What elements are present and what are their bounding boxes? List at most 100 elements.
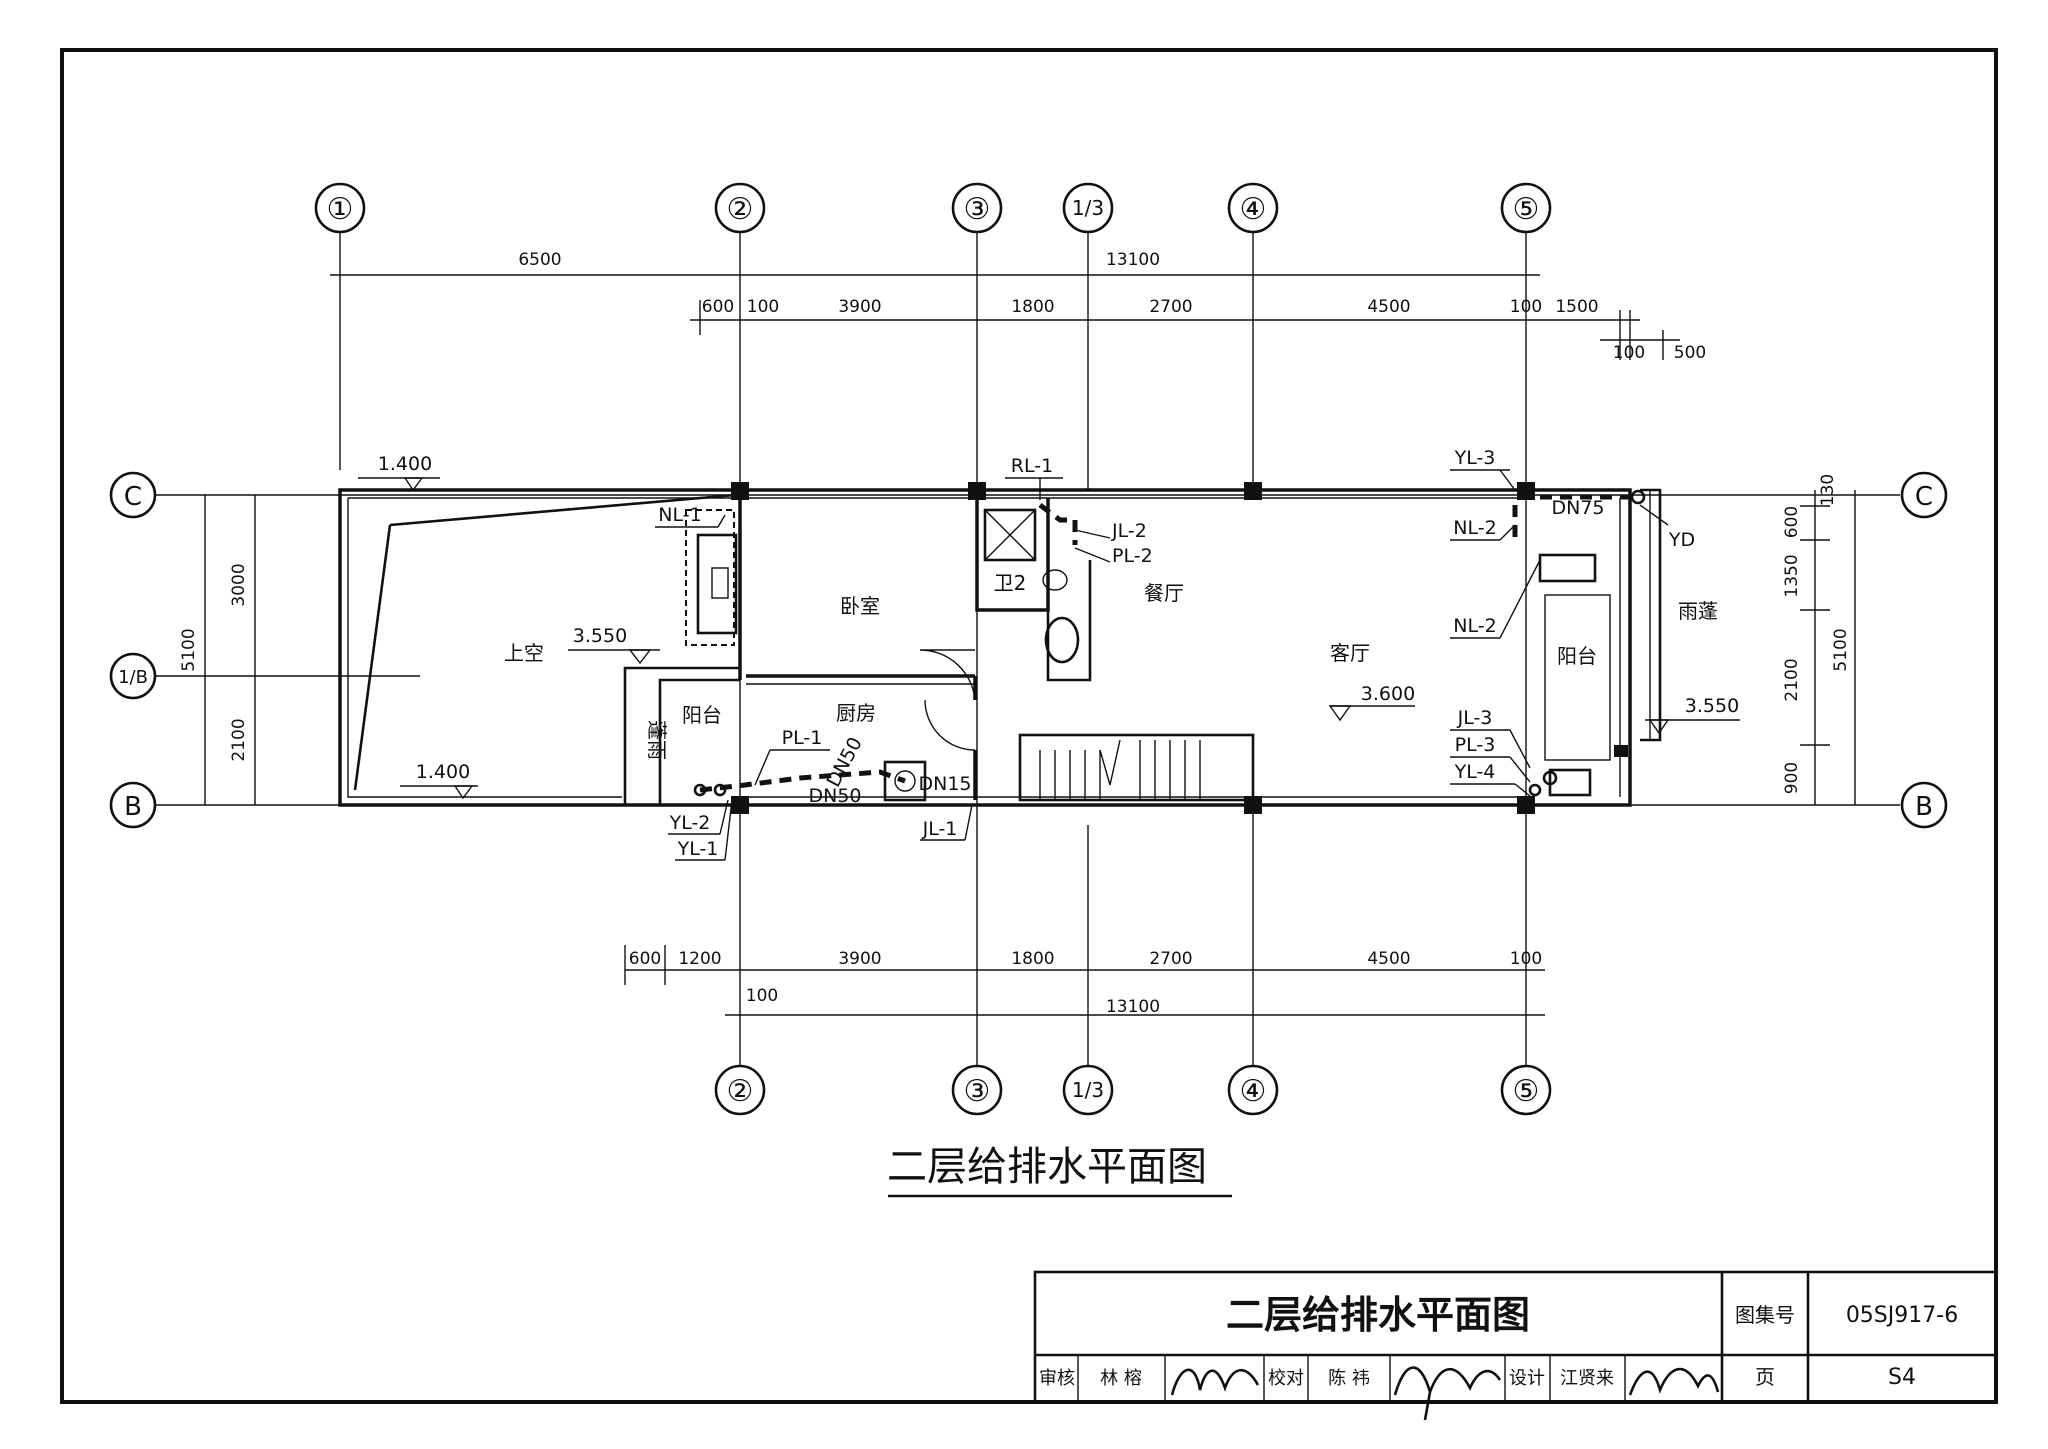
dim-bottom-13100: 13100 [1106,997,1160,1017]
tag-pl2: PL-2 [1112,545,1153,567]
svg-text:100: 100 [1613,343,1645,363]
axis-label-1-3: 1/3 [1072,196,1104,220]
svg-text:3.550: 3.550 [573,625,627,647]
svg-text:600: 600 [1782,506,1802,538]
tag-rl1: RL-1 [1011,455,1053,477]
title-block: 二层给排水平面图 图集号 05SJ917-6 页 S4 审核 林 榕 校对 陈 … [1033,1270,1998,1421]
designer-name: 江贤来 [1560,1368,1614,1389]
top-dimensions: 6500 13100 600 100 3900 1800 2700 4500 1… [330,250,1706,363]
tag-dn50-b: DN50 [808,785,861,807]
axis-label-right-c: C [1915,482,1933,512]
svg-text:3900: 3900 [838,297,881,317]
axis-bubble-1-3 [1062,182,1114,234]
tag-yl1: YL-1 [677,838,719,860]
tag-jl3: JL-3 [1457,707,1493,729]
tag-pl1: PL-1 [782,727,823,749]
svg-text:1500: 1500 [1555,297,1598,317]
svg-text:1800: 1800 [1011,949,1054,969]
design-label: 设计 [1509,1368,1545,1389]
canopy-left: 蓬雨 [645,720,669,760]
svg-text:100: 100 [746,986,778,1006]
axis-bubbles-top: ① ② ③ 1/3 ④ ⑤ [314,182,1552,234]
room-labels: 上空 卧室 卫2 餐厅 客厅 厨房 阳台 阳台 蓬雨 雨蓬 [504,571,1718,760]
tag-pl3: PL-3 [1455,734,1496,756]
axis-label-left-1b: 1/B [118,667,148,688]
axis-label-bottom-2: ② [727,1074,754,1109]
tag-dn75: DN75 [1551,497,1604,519]
tag-dn50-a: DN50 [823,734,867,791]
svg-text:4500: 4500 [1367,297,1410,317]
axis-bubble-5 [1500,182,1552,234]
svg-text:2100: 2100 [229,718,249,761]
checker-name: 陈 祎 [1328,1368,1370,1389]
floor-plan [338,488,1662,807]
svg-text:5100: 5100 [1831,628,1851,671]
canopy-right: 雨蓬 [1678,599,1718,623]
left-dimensions: 5100 3000 2100 [179,495,256,805]
svg-text:130: 130 [1818,474,1838,506]
svg-text:1200: 1200 [678,949,721,969]
svg-text:3000: 3000 [229,563,249,606]
pipe-tags: RL-1 JL-2 PL-2 YL-3 DN75 NL-2 NL-2 YD NL… [655,447,1695,861]
check-label: 校对 [1268,1368,1304,1389]
svg-text:4500: 4500 [1367,949,1410,969]
axis-bubble-3 [951,182,1003,234]
tag-dn15: DN15 [918,773,971,795]
drawing-title: 二层给排水平面图 [887,1144,1207,1190]
axis-label-left-c: C [124,482,142,512]
tag-jl1: JL-1 [922,818,958,840]
dim-top-6500: 6500 [518,250,561,270]
elevation-marks: 1.400 1.400 3.550 3.600 3.550 [358,453,1740,800]
checker-signature [1393,1366,1502,1421]
tag-nl2-b: NL-2 [1453,615,1496,637]
structural-columns [731,482,1628,814]
room-balcony-right: 阳台 [1557,644,1597,668]
axis-label-3: ③ [964,192,991,227]
axis-bubble-1 [314,182,366,234]
title-block-title: 二层给排水平面图 [1226,1293,1530,1337]
axis-bubbles-right: C B [1900,471,1948,829]
axis-label-right-b: B [1915,792,1933,822]
axis-label-5: ⑤ [1513,192,1540,227]
svg-text:600: 600 [629,949,661,969]
axis-bubbles-bottom: ② ③ 1/3 ④ ⑤ [714,1064,1552,1116]
tag-yl2: YL-2 [669,812,711,834]
axis-label-bottom-4: ④ [1240,1074,1267,1109]
axis-label-4: ④ [1240,192,1267,227]
tag-jl2: JL-2 [1111,520,1147,542]
axis-bubble-4 [1227,182,1279,234]
axis-label-bottom-5: ⑤ [1513,1074,1540,1109]
axis-label-bottom-3: ③ [964,1074,991,1109]
room-living: 客厅 [1330,641,1370,665]
void-wall [338,488,740,807]
tag-yl3-top: YL-3 [1454,447,1496,469]
room-kitchen: 厨房 [836,701,876,725]
axis-bubble-2 [714,182,766,234]
room-dining: 餐厅 [1144,581,1184,605]
axis-label-2: ② [727,192,754,227]
tag-nl1: NL-1 [658,504,701,526]
right-dimensions: 130 600 1350 2100 900 5100 [1782,474,1856,805]
tag-nl2-a: NL-2 [1453,517,1496,539]
designer-signature [1628,1367,1720,1396]
room-void: 上空 [504,641,544,665]
svg-text:100: 100 [747,297,779,317]
svg-text:600: 600 [702,297,734,317]
dim-top-13100: 13100 [1106,250,1160,270]
svg-text:900: 900 [1782,762,1802,794]
axis-label-bottom-1-3: 1/3 [1072,1078,1104,1102]
svg-text:500: 500 [1674,343,1706,363]
svg-text:3.550: 3.550 [1685,695,1739,717]
svg-text:5100: 5100 [179,628,199,671]
svg-text:100: 100 [1510,949,1542,969]
svg-text:2100: 2100 [1782,658,1802,701]
svg-text:1800: 1800 [1011,297,1054,317]
reviewer-signature [1170,1368,1260,1396]
review-label: 审核 [1039,1368,1075,1389]
atlas-label: 图集号 [1735,1303,1795,1327]
room-wc: 卫2 [994,571,1027,595]
svg-text:1.400: 1.400 [416,761,470,783]
axis-label-left-b: B [124,792,142,822]
svg-text:1350: 1350 [1782,554,1802,597]
axis-bubbles-left: C 1/B B [109,471,157,829]
